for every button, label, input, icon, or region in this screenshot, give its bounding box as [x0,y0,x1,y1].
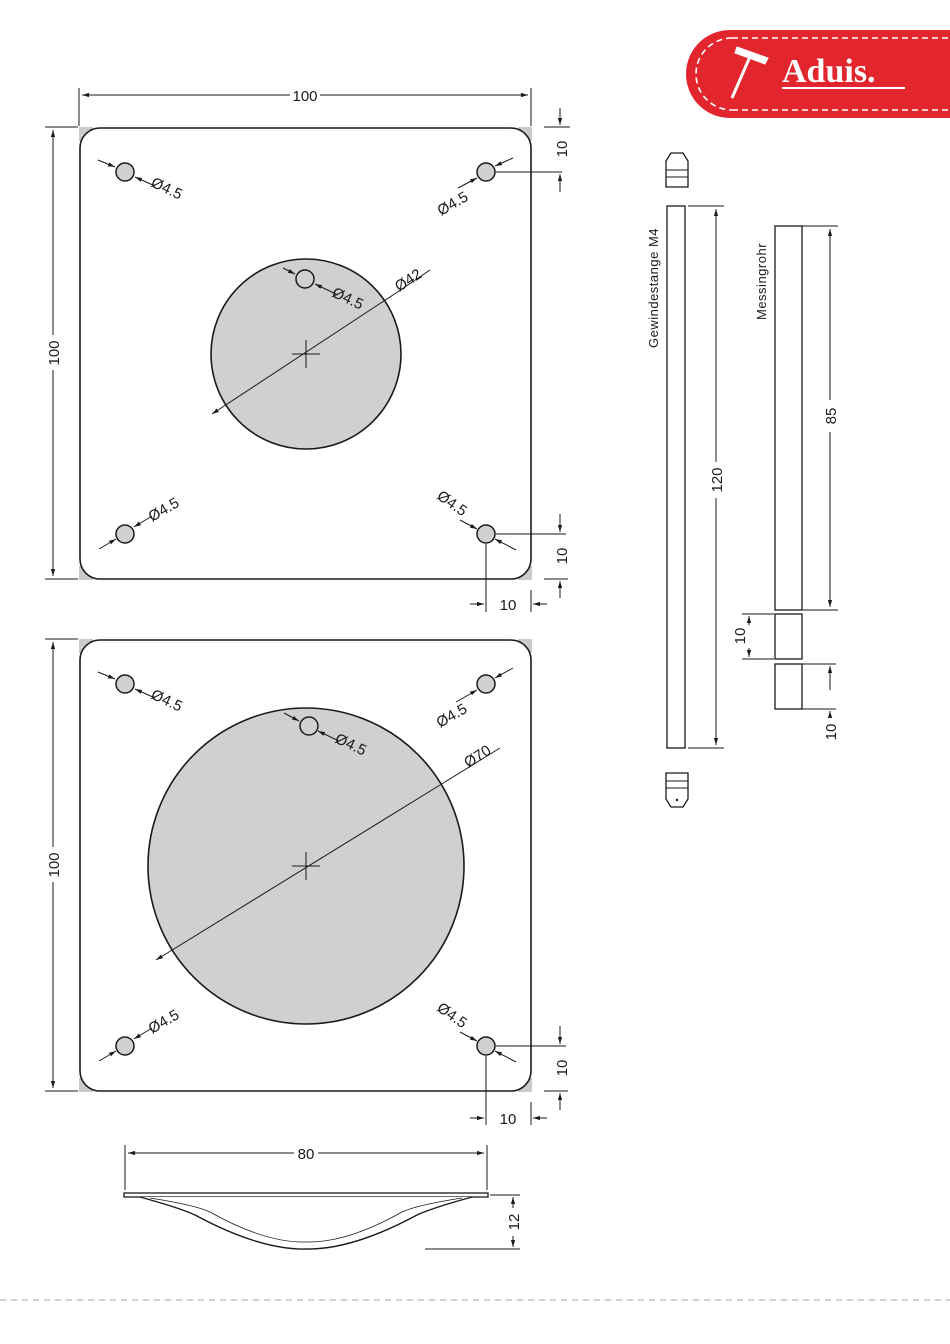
dish-side-view: 80 12 [124,1145,523,1249]
plate-2-hole-bl [116,1037,134,1055]
plate-1-hole-tr [477,163,495,181]
plate-1-hole-bl [116,525,134,543]
plate-1-height-label: 100 [46,340,63,365]
rod-name-label: Gewindestange M4 [646,228,661,348]
plate-1-hole-br [477,525,495,543]
rod-length-label: 120 [709,467,726,492]
tube-name-label: Messingrohr [754,243,769,320]
plate-2-hole-tr [477,675,495,693]
plate-2-offset-bottom-label: 10 [500,1111,517,1128]
tube-length-label: 85 [823,408,840,425]
plate-2-hole-br [477,1037,495,1055]
logo-text: Aduis. [782,53,876,90]
plate-2-height-label: 100 [46,852,63,877]
dish-height-label: 12 [506,1214,523,1231]
plate-2: 100 Ø70 Ø4.5 Ø4.5 Ø4.5 Ø4.5 Ø4.5 [45,639,571,1128]
plate-1-width-label: 100 [292,88,317,105]
plate-2-hole-tl [116,675,134,693]
dish-width-label: 80 [298,1146,315,1163]
plate-2-inner-hole [300,717,318,735]
plate-1-offset-top-label: 10 [554,141,571,158]
plate-1-offset-right-label: 10 [554,548,571,565]
brand-logo: Aduis. [686,30,950,118]
plate-1-inner-hole [296,270,314,288]
plate-1-offset-bottom-label: 10 [500,597,517,614]
brass-tube: Messingrohr 85 10 10 [732,226,840,740]
threaded-rod: Gewindestange M4 120 [646,153,726,807]
tube-piece-1-label: 10 [732,628,749,645]
plate-1: 100 100 Ø42 Ø4.5 Ø4.5 Ø4.5 10 [45,88,571,614]
plate-1-hole-tl [116,163,134,181]
plate-2-offset-right-label: 10 [554,1060,571,1077]
tube-piece-2-label: 10 [823,724,840,741]
